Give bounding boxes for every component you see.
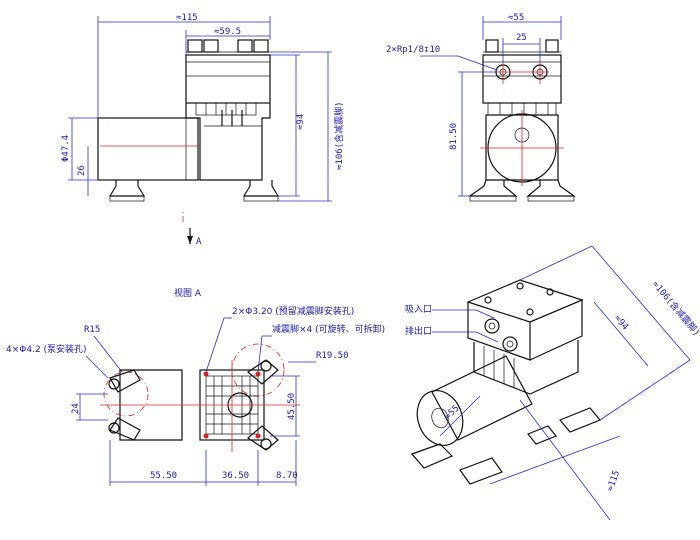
side-thread-label: 2×Rp1/8↧10 xyxy=(386,45,440,55)
front-view: ≈115 ≈59.5 ≈94 ≈106(含减震脚) Φ47.4 26 A xyxy=(61,13,345,247)
cooling-ribs xyxy=(195,102,257,126)
dim-5550: 55.50 xyxy=(150,471,177,481)
dim-24: 24 xyxy=(71,403,81,414)
view-a-label: 视图 A xyxy=(174,287,202,299)
iso-feet xyxy=(410,407,601,485)
r15-label: R15 xyxy=(84,325,100,335)
iso-height-label: ≈106(含减震脚) xyxy=(650,278,700,338)
side-port-spacing-label: 25 xyxy=(516,33,527,43)
iso-motor xyxy=(431,355,533,441)
ports xyxy=(494,60,549,84)
motor-body xyxy=(97,117,199,181)
side-height-label: 81.50 xyxy=(449,123,459,150)
outlet-label: 排出口 xyxy=(405,325,432,337)
feet-label: 减震脚×4 (可旋转、可拆卸) xyxy=(272,323,385,335)
front-height-label: ≈94 xyxy=(296,114,306,130)
iso-dim-115: ≈115 xyxy=(605,469,622,493)
damper-feet-front xyxy=(108,180,280,202)
front-offset-label: ≈59.5 xyxy=(214,27,241,37)
reserved-holes-label: 2×Φ3.20 (预留减震脚安装孔) xyxy=(232,305,354,317)
iso-ports xyxy=(484,318,518,352)
dim-3650: 36.50 xyxy=(222,471,249,481)
damper-feet-bottom xyxy=(108,359,279,451)
damper-feet-side xyxy=(468,179,576,202)
top-screws xyxy=(186,39,270,53)
isometric-view: 吸入口 排出口 xyxy=(405,245,700,521)
dim-4550: 45.50 xyxy=(287,393,297,420)
mount-holes-label: 4×Φ4.2 (泵安装孔) xyxy=(6,343,87,355)
view-arrow-a: A xyxy=(196,237,202,247)
side-view: ≈55 25 2×Rp1/8↧10 81.50 xyxy=(386,13,576,202)
front-width-label: ≈115 xyxy=(176,13,198,23)
front-total-height-label: ≈106(含减震脚) xyxy=(333,101,345,170)
inlet-label: 吸入口 xyxy=(405,304,432,315)
iso-dim-94: ≈94 xyxy=(612,314,630,333)
side-screws xyxy=(483,39,561,53)
r19-label: R19.50 xyxy=(316,351,349,361)
dim-870: 8.70 xyxy=(276,471,298,481)
side-width-label: ≈55 xyxy=(508,13,524,23)
front-center-label: 26 xyxy=(77,165,87,176)
front-dia-label: Φ47.4 xyxy=(61,135,71,162)
bottom-view: 视图 A 2×Φ3.20 (预留减震脚安装孔) 减震脚×4 (可旋转、可拆卸) … xyxy=(6,287,385,486)
